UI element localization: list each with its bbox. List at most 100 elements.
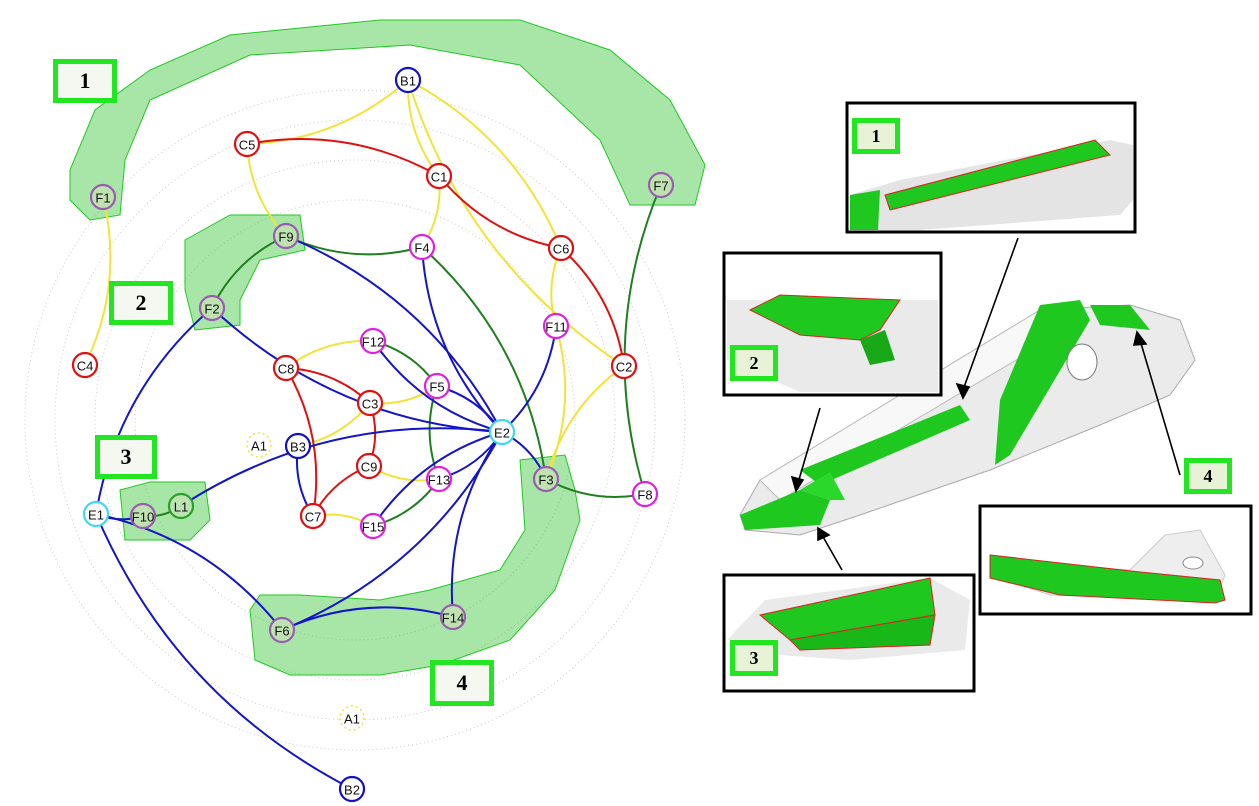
group-highlight-regions — [69, 19, 706, 676]
node-label: C2 — [616, 360, 633, 375]
edge-C8-C7 — [285, 367, 318, 517]
node-label: L1 — [174, 500, 188, 515]
node-F8: F8 — [631, 480, 659, 508]
node-label: A1 — [251, 439, 267, 454]
edge-F11-E2 — [501, 325, 557, 433]
edge-F2-E2 — [211, 307, 503, 433]
node-label: F10 — [132, 510, 154, 525]
edge-C5-C1 — [246, 138, 440, 177]
inset-label-4: 4 — [1184, 458, 1232, 494]
group-label-4: 4 — [430, 660, 494, 706]
node-label: F11 — [545, 320, 566, 335]
node-label: F3 — [538, 473, 553, 488]
edge-B1-C5 — [246, 79, 409, 145]
node-circle — [610, 352, 638, 380]
edge-F6-E2 — [281, 431, 503, 631]
edge-C2-F3 — [545, 365, 625, 480]
node-circle — [89, 183, 117, 211]
node-C7: C7 — [299, 502, 327, 530]
node-circle — [299, 502, 327, 530]
node-label: F9 — [278, 230, 293, 245]
node-C4: C4 — [71, 351, 99, 379]
edge-F1-C4 — [84, 196, 112, 366]
node-circle — [647, 171, 675, 199]
node-label: F2 — [204, 302, 219, 317]
group-label-3: 3 — [95, 435, 157, 479]
node-C3: C3 — [356, 389, 384, 417]
node-circle — [167, 492, 195, 520]
node-circle — [198, 294, 226, 322]
edge-C1-C6 — [438, 175, 562, 249]
group-label-2: 2 — [109, 281, 173, 325]
node-circle — [631, 480, 659, 508]
edge-L1-E2 — [180, 427, 503, 507]
node-C5: C5 — [233, 130, 261, 158]
node-F15: F15 — [359, 512, 387, 540]
node-circle — [408, 233, 436, 261]
edge-E1-F6 — [95, 513, 283, 631]
node-label: B1 — [400, 74, 416, 89]
node-B2: B2 — [338, 775, 366, 803]
edge-F4-F3 — [421, 246, 547, 480]
node-C1: C1 — [425, 162, 453, 190]
node-circle — [488, 418, 516, 446]
group-1-region — [69, 19, 706, 221]
edge-F14-E2 — [450, 431, 503, 618]
edge-C6-C2 — [560, 247, 625, 367]
dotted-arc — [24, 89, 686, 751]
node-circle — [532, 465, 560, 493]
edge-F9-E2 — [285, 235, 503, 433]
node-label: C5 — [239, 138, 256, 153]
node-circle — [233, 130, 261, 158]
node-F6: F6 — [268, 616, 296, 644]
node-circle — [272, 222, 300, 250]
inset-label-2: 2 — [730, 345, 778, 381]
node-label: F12 — [362, 335, 384, 350]
node-circle — [423, 372, 451, 400]
node-L1: L1 — [167, 492, 195, 520]
node-label: F14 — [442, 611, 464, 626]
node-F12: F12 — [359, 327, 387, 355]
node-F9: F9 — [272, 222, 300, 250]
node-F1: F1 — [89, 183, 117, 211]
node-circle — [355, 452, 383, 480]
edge-E1-B2 — [95, 513, 353, 790]
node-circle — [268, 616, 296, 644]
group-4-region — [249, 454, 581, 676]
pointer-arrows — [790, 237, 1181, 571]
node-circle — [356, 389, 384, 417]
node-circle — [425, 465, 453, 493]
node-label: C8 — [278, 362, 295, 377]
dotted-background-arcs — [24, 89, 686, 751]
node-B3: B3 — [284, 432, 312, 460]
node-label: A1 — [344, 712, 360, 727]
node-label: F1 — [95, 191, 110, 206]
edge-B1-C6 — [407, 79, 562, 249]
node-label: C7 — [305, 510, 322, 525]
dotted-arc — [94, 159, 616, 681]
node-C8: C8 — [272, 354, 300, 382]
node-label: C9 — [361, 460, 378, 475]
node-label: C1 — [431, 170, 448, 185]
node-F13: F13 — [425, 465, 453, 493]
node-label: B2 — [344, 783, 360, 798]
node-label: F6 — [274, 624, 289, 639]
node-E2: E2 — [488, 418, 516, 446]
node-circle — [339, 705, 365, 731]
node-label: E2 — [494, 426, 510, 441]
node-label: F5 — [429, 380, 444, 395]
node-F3: F3 — [532, 465, 560, 493]
node-circle — [284, 432, 312, 460]
node-circle — [425, 162, 453, 190]
node-label: C6 — [553, 242, 570, 257]
node-circle — [359, 327, 387, 355]
inset-4-view — [978, 504, 1253, 616]
node-F5: F5 — [423, 372, 451, 400]
node-label: F8 — [637, 488, 652, 503]
edge-F7-F8 — [623, 184, 662, 495]
graph-edges — [84, 79, 662, 790]
node-label: F13 — [428, 473, 450, 488]
node-circle — [359, 512, 387, 540]
